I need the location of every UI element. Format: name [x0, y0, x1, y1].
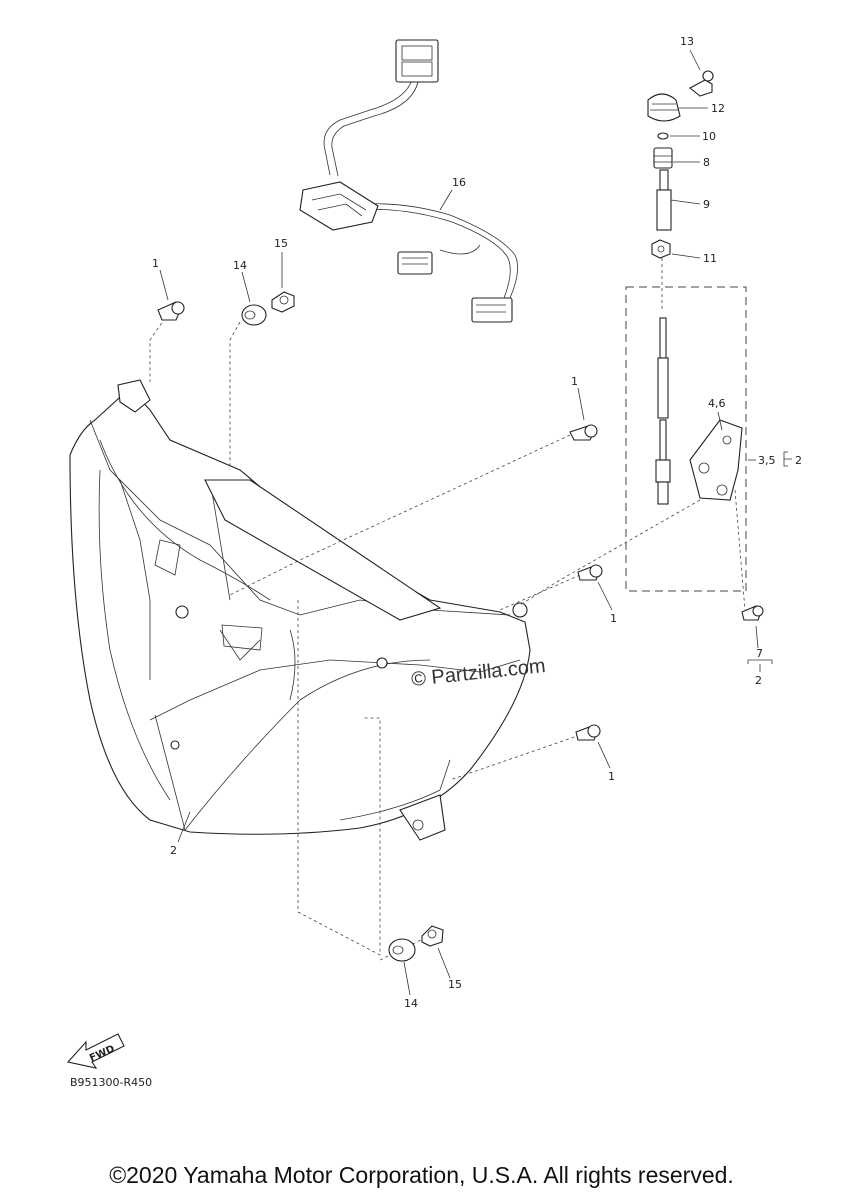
callout-14-top: 14 [233, 259, 247, 272]
screw-1-top[interactable] [157, 301, 185, 321]
nut-11[interactable] [651, 239, 671, 259]
grommet-14-top[interactable] [241, 304, 267, 326]
callout-8: 8 [703, 156, 710, 169]
callout-1-top: 1 [152, 257, 159, 270]
callout-1-lower: 1 [608, 770, 615, 783]
wire-harness[interactable] [299, 39, 518, 323]
callout-1-mid: 1 [571, 375, 578, 388]
screw-13[interactable] [689, 70, 714, 97]
fitting-8[interactable] [653, 147, 673, 169]
screw-1-lower[interactable] [575, 724, 601, 741]
screw-1-mid[interactable] [569, 424, 598, 441]
callout-2-screw7: 2 [755, 674, 762, 687]
adjuster-bracket[interactable] [689, 419, 743, 501]
rod-9[interactable] [656, 169, 672, 231]
grommet-14-bottom[interactable] [388, 938, 416, 962]
callout-7: 7 [756, 647, 763, 660]
callout-13: 13 [680, 35, 694, 48]
screw-7[interactable] [741, 605, 764, 621]
leader-lines [149, 252, 746, 961]
callout-1-right: 1 [610, 612, 617, 625]
collar-15-bottom[interactable] [421, 925, 444, 947]
callout-2-group: 2 [795, 454, 802, 467]
label-leaders [159, 49, 792, 996]
socket-cable[interactable] [655, 317, 671, 505]
diagram-code: B951300-R450 [70, 1076, 152, 1089]
screw-1-right[interactable] [577, 564, 603, 581]
callout-3-5: 3,5 [758, 454, 776, 467]
cap-12[interactable] [647, 93, 681, 122]
callout-15-top: 15 [274, 237, 288, 250]
callout-15-bottom: 15 [448, 978, 462, 991]
collar-15-top[interactable] [271, 291, 295, 313]
callout-9: 9 [703, 198, 710, 211]
callout-4-6: 4,6 [708, 397, 726, 410]
callout-10: 10 [702, 130, 716, 143]
socket-group-box [625, 286, 747, 592]
ring-10[interactable] [657, 132, 669, 140]
callout-12: 12 [711, 102, 725, 115]
callout-2-lens: 2 [170, 844, 177, 857]
callout-11: 11 [703, 252, 717, 265]
fwd-arrow-icon: FWD [66, 1033, 125, 1069]
callout-16: 16 [452, 176, 466, 189]
copyright-notice: ©2020 Yamaha Motor Corporation, U.S.A. A… [109, 1162, 734, 1188]
callout-14-bottom: 14 [404, 997, 418, 1010]
headlight-assembly[interactable] [69, 379, 531, 841]
